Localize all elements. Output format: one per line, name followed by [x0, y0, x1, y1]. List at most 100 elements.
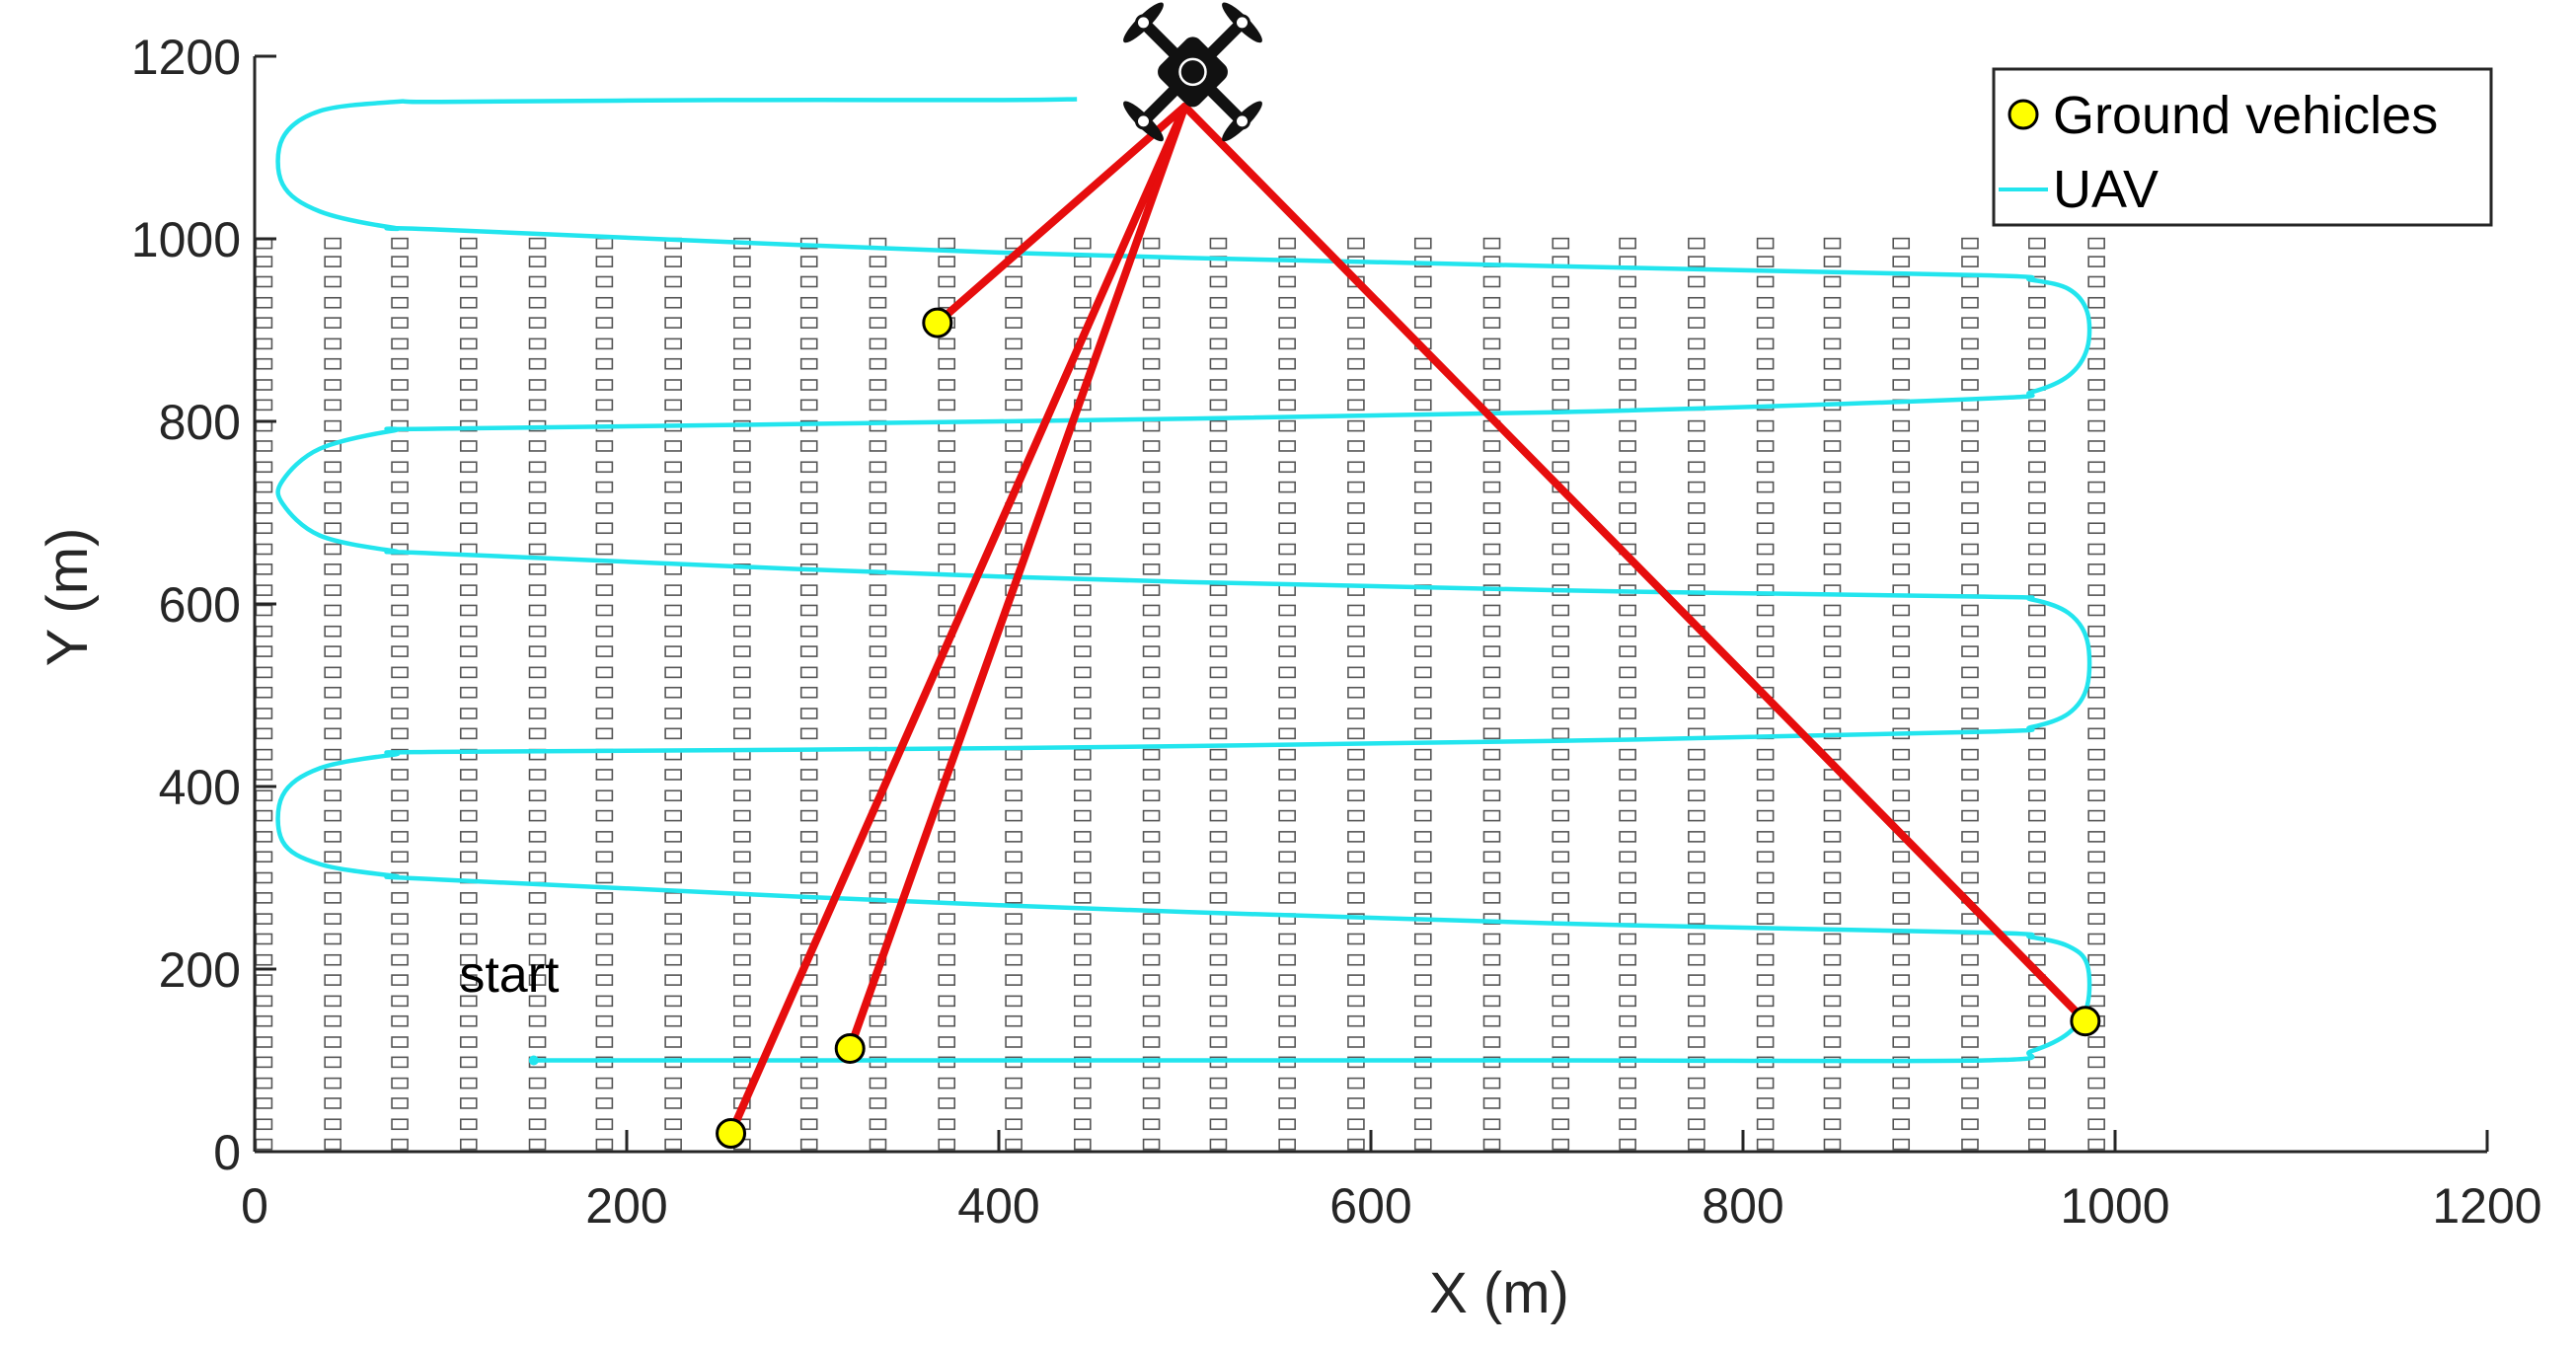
parking-spot: [1278, 871, 1296, 884]
parking-spot: [1619, 1118, 1636, 1131]
parking-spot: [391, 1014, 409, 1027]
parking-spot: [2087, 522, 2105, 535]
parking-spot: [1482, 809, 1501, 822]
parking-spot: [595, 543, 614, 556]
parking-spot: [799, 769, 818, 781]
parking-spot: [938, 851, 956, 863]
parking-spot: [324, 563, 341, 575]
parking-spot: [1413, 1138, 1432, 1151]
parking-spot: [1209, 419, 1228, 432]
parking-spot: [1552, 502, 1570, 514]
parking-spot: [1823, 686, 1842, 699]
parking-spot: [1552, 933, 1570, 945]
parking-spot: [1688, 851, 1705, 863]
parking-spot: [391, 851, 409, 863]
parking-spot: [1756, 933, 1775, 945]
ground-vehicles-layer: [716, 307, 2101, 1149]
parking-spot: [1961, 789, 1979, 802]
parking-spot: [1209, 953, 1228, 966]
parking-spot: [1892, 789, 1911, 802]
parking-spot: [391, 913, 409, 925]
parking-spot: [1823, 708, 1842, 719]
parking-spot: [1278, 995, 1296, 1008]
parking-spot: [1892, 974, 1911, 986]
parking-spot: [391, 1036, 409, 1048]
parking-spot: [459, 1036, 478, 1048]
parking-spot: [2087, 1056, 2105, 1069]
ground-vehicle-point: [2070, 1006, 2101, 1037]
parking-spot: [1552, 357, 1570, 370]
parking-spot: [1552, 851, 1570, 863]
parking-spot: [1756, 645, 1775, 657]
parking-spot: [1482, 275, 1501, 288]
parking-spot: [1074, 686, 1092, 699]
parking-spot: [324, 933, 341, 945]
parking-spot: [459, 1056, 478, 1069]
parking-spot: [1005, 296, 1023, 309]
parking-spot: [391, 809, 409, 822]
parking-spot: [799, 399, 818, 412]
parking-spot: [1482, 645, 1501, 657]
parking-spot: [391, 461, 409, 474]
parking-spot: [1552, 769, 1570, 781]
parking-spot: [1142, 809, 1161, 822]
parking-spot: [1074, 809, 1092, 822]
parking-spot: [391, 522, 409, 535]
parking-spot: [2028, 831, 2046, 843]
parking-spot: [528, 913, 547, 925]
parking-spot: [324, 625, 341, 638]
parking-spot: [1482, 953, 1501, 966]
parking-spot: [391, 933, 409, 945]
uav-start-point: [528, 1055, 539, 1066]
parking-spot: [1413, 686, 1432, 699]
parking-spot: [391, 502, 409, 514]
parking-spot: [1413, 974, 1432, 986]
parking-spot: [1209, 913, 1228, 925]
parking-spot: [938, 686, 956, 699]
ground-vehicle-point: [716, 1118, 747, 1149]
parking-spot: [1074, 831, 1092, 843]
parking-spot: [938, 1036, 956, 1048]
parking-spot: [1688, 543, 1705, 556]
parking-spot: [1347, 953, 1365, 966]
parking-spot: [2028, 686, 2046, 699]
parking-spot: [1278, 769, 1296, 781]
parking-spot: [1552, 789, 1570, 802]
parking-spot: [1552, 543, 1570, 556]
parking-spot: [1823, 440, 1842, 452]
parking-spot: [1688, 237, 1705, 250]
parking-spot: [1278, 1036, 1296, 1048]
parking-spot: [1005, 275, 1023, 288]
drone-motor: [1234, 14, 1250, 32]
parking-spot: [255, 769, 273, 781]
parking-spot: [733, 296, 751, 309]
parking-spot: [2028, 522, 2046, 535]
parking-spot: [595, 522, 614, 535]
parking-spot: [1209, 1138, 1228, 1151]
parking-spot: [1756, 317, 1775, 329]
parking-spot: [255, 440, 273, 452]
parking-spot: [1552, 974, 1570, 986]
parking-spot: [1005, 666, 1023, 679]
parking-spot: [1823, 256, 1842, 267]
parking-spot: [1482, 502, 1501, 514]
parking-spot: [324, 666, 341, 679]
parking-spot: [938, 461, 956, 474]
parking-spot: [1482, 831, 1501, 843]
parking-spot: [324, 708, 341, 719]
parking-spot: [664, 974, 682, 986]
parking-spot: [733, 461, 751, 474]
parking-spot: [733, 604, 751, 617]
parking-spot: [324, 296, 341, 309]
parking-spot: [869, 625, 887, 638]
parking-spot: [1413, 851, 1432, 863]
parking-spot: [324, 1138, 341, 1151]
parking-spot: [733, 995, 751, 1008]
parking-spot: [2087, 831, 2105, 843]
parking-spot: [1619, 461, 1636, 474]
parking-spot: [938, 604, 956, 617]
parking-spot: [799, 256, 818, 267]
parking-spot: [664, 543, 682, 556]
parking-spot: [799, 1097, 818, 1109]
